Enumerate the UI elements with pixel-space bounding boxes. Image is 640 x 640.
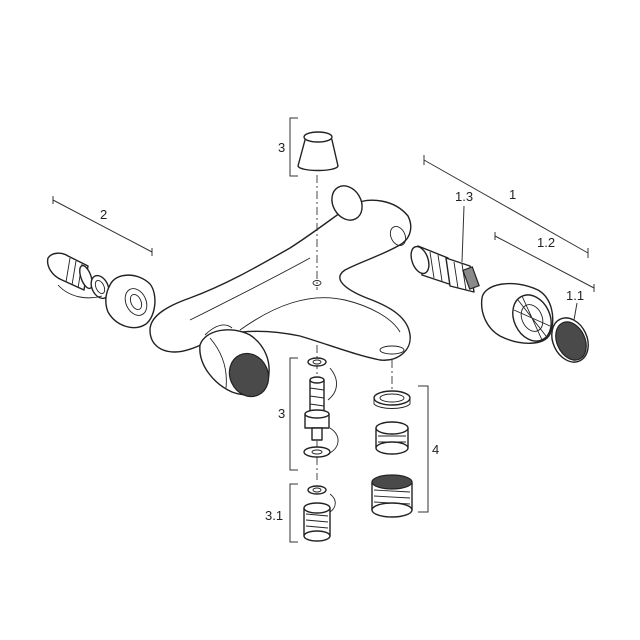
bracket-4 xyxy=(418,385,429,513)
bracket-3-1 xyxy=(289,483,298,543)
rotation-arrow-2 xyxy=(57,284,103,299)
bracket-3-mid xyxy=(289,357,298,471)
knob-part xyxy=(480,282,554,344)
left-handle xyxy=(199,329,270,398)
aerator-housing-part xyxy=(371,474,413,518)
label-2: 2 xyxy=(100,207,107,222)
sealing-ring-part xyxy=(90,274,110,300)
insert-part xyxy=(303,485,336,542)
indicator-cap-part xyxy=(551,317,589,363)
label-1-1: 1.1 xyxy=(566,288,584,303)
aerator-insert-part xyxy=(375,421,409,455)
label-4: 4 xyxy=(432,442,439,457)
label-3-top: 3 xyxy=(278,140,285,155)
valve-cartridge-part xyxy=(410,245,480,293)
leader-1-1 xyxy=(573,302,578,321)
connector-part xyxy=(46,252,93,291)
diverter-valve-part xyxy=(303,357,339,458)
label-1-2: 1.2 xyxy=(537,235,555,250)
label-1-3: 1.3 xyxy=(455,189,473,204)
label-3-mid: 3 xyxy=(278,406,285,421)
label-3-1: 3.1 xyxy=(265,508,283,523)
bracket-2 xyxy=(52,196,153,256)
bracket-3-top xyxy=(289,117,298,177)
faucet-body xyxy=(149,185,412,361)
cap-part xyxy=(297,131,339,172)
aerator-washer-part xyxy=(373,390,411,409)
bracket-1-2 xyxy=(494,232,595,292)
leader-1-3 xyxy=(461,205,465,263)
union-nut-part xyxy=(105,274,156,329)
bracket-1 xyxy=(423,155,589,258)
label-1: 1 xyxy=(509,187,516,202)
